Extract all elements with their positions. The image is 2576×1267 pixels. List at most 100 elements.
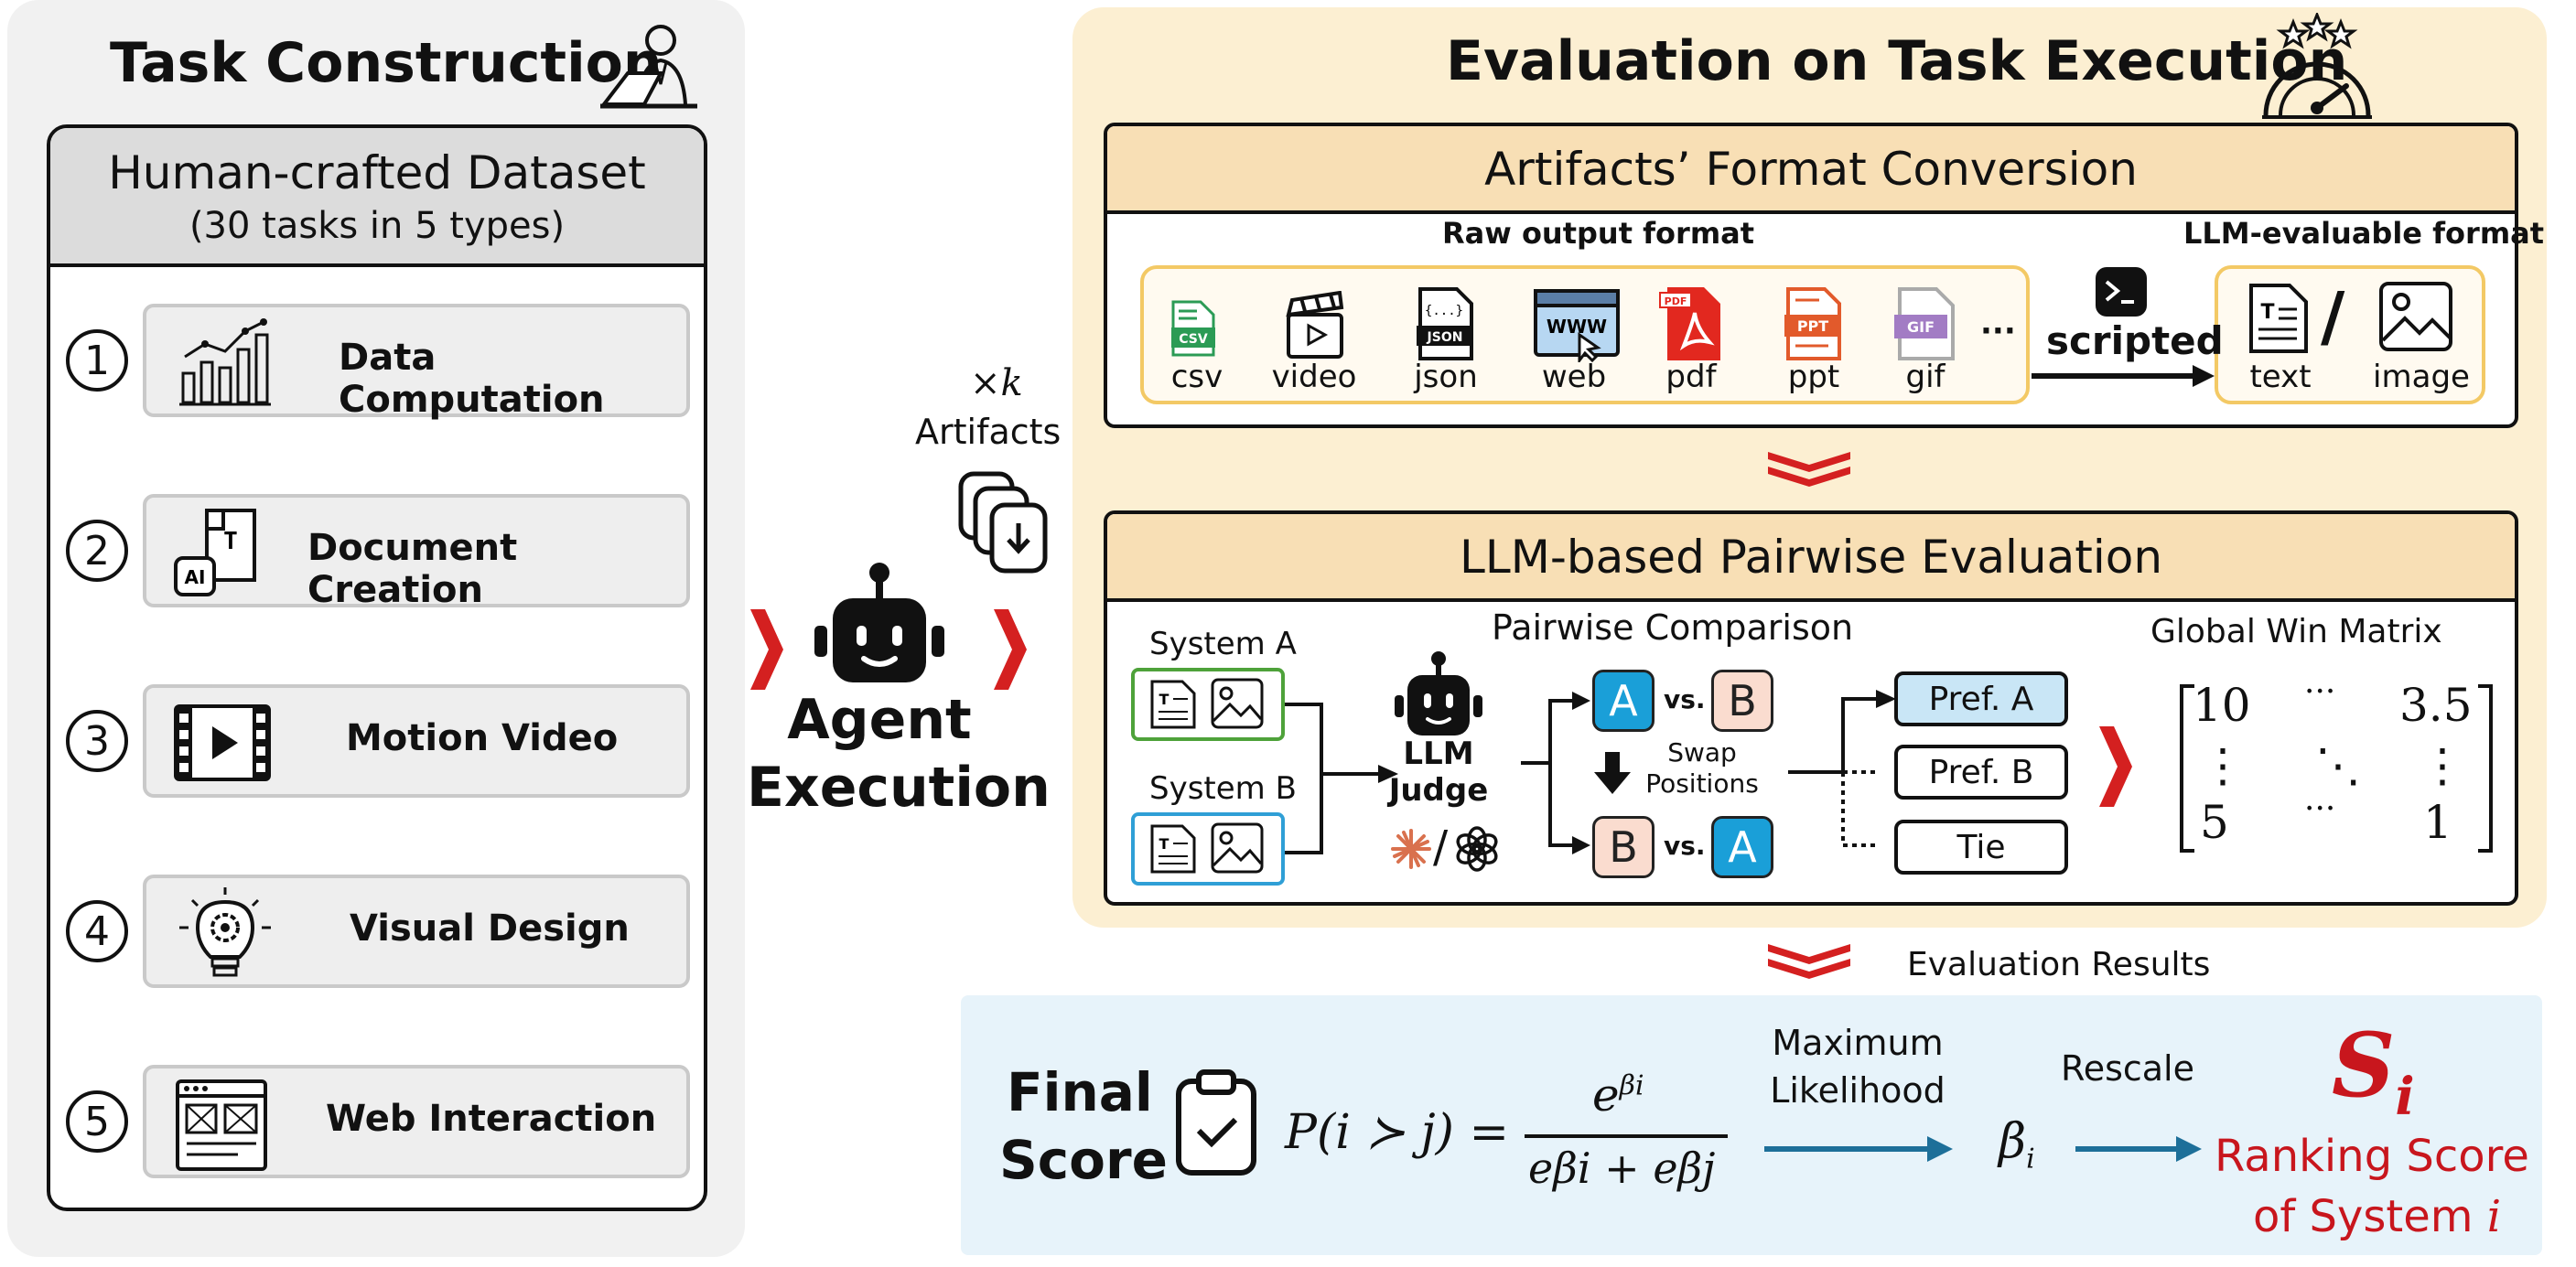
claude-logo-icon [1391,829,1431,869]
openai-logo-icon [1456,826,1498,872]
output-slash: / [2321,278,2345,355]
dataset-subtitle: (30 tasks in 5 types) [189,205,566,247]
result-pref-a: Pref. A [1894,671,2068,726]
ppt-file-icon: PPT [1784,287,1841,360]
swap-label-line1: Swap [1667,737,1737,768]
matrix-cell-3-2: ··· [2304,790,2336,828]
web-badge: WWW [1547,316,1607,338]
pairwise-evaluation-title: LLM-based Pairwise Evaluation [1459,531,2163,584]
scripted-label: scripted [2046,318,2224,363]
score-symbol-base: S [2332,1014,2396,1117]
format-label-pdf: pdf [1665,359,1717,395]
red-chevron-matrix [2099,726,2132,807]
csv-badge: CSV [1179,332,1208,347]
pairwise-evaluation-header: LLM-based Pairwise Evaluation [1107,514,2515,602]
image-icon [2379,282,2452,351]
document-ai-icon: T AI [174,509,256,596]
pairwise-evaluation-box: LLM-based Pairwise Evaluation [1104,510,2518,906]
ranking-score-var: i [2486,1191,2502,1242]
video-clapper-icon [1286,291,1344,359]
task-card-data-computation: Data Computation [143,304,690,421]
artifacts-files-icon [958,471,1048,574]
terminal-icon [2096,267,2147,317]
formula-lhs: P(i ≻ j) = [1285,1105,1510,1160]
rescale-arrow [2075,1136,2202,1162]
matrix-cell-1-1: 10 [2193,679,2251,732]
ranking-score-line1: Ranking Score [2215,1131,2529,1182]
matrix-brackets [2180,684,2493,853]
pdf-file-icon: PDF [1659,287,1720,360]
task-number-1: 1 [66,329,128,392]
red-chevron-left [750,609,783,690]
max-likelihood-line2: Likelihood [1770,1070,1945,1111]
result-tie: Tie [1894,820,2068,875]
pairwise-comparison-label: Pairwise Comparison [1492,607,1854,648]
format-label-video: video [1271,359,1357,395]
task-label-4: Visual Design [350,907,630,950]
artifacts-label: Artifacts [915,412,1062,452]
results-connector [1788,690,1896,847]
final-label-line1: Final [1007,1061,1153,1123]
robot-icon [814,563,944,682]
system-b-label: System B [1149,770,1297,807]
json-file-icon: {...} JSON [1417,287,1473,360]
judge-label-line1: LLM [1403,736,1474,772]
evaluation-results-label: Evaluation Results [1907,946,2211,983]
svg-text:T: T [2260,301,2274,324]
judge-label-line2: Judge [1388,772,1489,809]
matrix-cell-3-1: 5 [2200,796,2229,849]
agent-label-line1: Agent [787,688,972,752]
task-number-3: 3 [66,710,128,772]
task-construction-title: Task Construction [110,31,663,95]
film-icon [174,704,271,781]
rating-gauge-icon [2262,13,2372,119]
swap-down-arrow-icon [1594,752,1631,794]
formula-denominator: eβi + eβj [1528,1144,1716,1193]
judge-logo-slash: / [1433,821,1449,873]
svg-text:{...}: {...} [1425,304,1463,318]
final-label-line2: Score [999,1129,1168,1191]
judge-robot-icon [1395,651,1482,736]
times-k-label: ×k [970,362,1023,404]
pair2-letter-b: B [1592,816,1654,878]
max-likelihood-line1: Maximum [1772,1023,1944,1063]
json-badge: JSON [1427,330,1463,345]
ranking-score-line2: of System i [2253,1191,2501,1242]
scripted-arrow [2032,365,2215,387]
svg-text:T: T [1159,835,1169,853]
ppt-badge: PPT [1797,317,1828,335]
clipboard-check-icon [1176,1069,1256,1176]
down-chevron-2 [1768,944,1850,979]
matrix-cell-2-3: ⋮ [2420,739,2465,792]
pair2-vs: vs. [1664,831,1706,861]
pair1-vs: vs. [1664,684,1706,714]
task-label-2: Document Creation [307,527,518,611]
csv-file-icon: CSV [1171,300,1215,357]
output-label-text: text [2249,359,2312,395]
format-label-ppt: ppt [1787,359,1840,395]
matrix-cell-1-2: ··· [2304,673,2336,711]
format-label-gif: gif [1905,359,1945,395]
pair1-letter-a: A [1592,670,1654,732]
web-browser-icon: WWW [1534,289,1620,362]
pdf-badge: PDF [1665,295,1687,307]
text-doc-icon: T [2249,284,2308,353]
svg-text:T: T [223,528,238,555]
llm-format-label: LLM-evaluable format [2183,216,2545,251]
global-win-matrix-label: Global Win Matrix [2150,613,2442,650]
dataset-title: Human-crafted Dataset [108,146,646,199]
judge-fork-arrows [1521,692,1590,854]
dataset-box: Human-crafted Dataset (30 tasks in 5 typ… [47,124,707,1211]
system-b-text-icon: T [1150,824,1196,874]
format-conversion-title: Artifacts’ Format Conversion [1484,143,2138,196]
task-card-document-creation: T AI Document Creation [143,494,690,611]
gif-badge: GIF [1907,318,1935,336]
task-card-motion-video: Motion Video [143,684,690,798]
formula-numerator: eβi [1592,1068,1644,1122]
ml-arrow [1764,1136,1953,1162]
dataset-header: Human-crafted Dataset (30 tasks in 5 typ… [50,128,704,267]
task-label-5: Web Interaction [326,1098,657,1140]
task-number-4: 4 [66,900,128,962]
format-label-json: json [1414,359,1478,395]
swap-label-line2: Positions [1645,768,1759,799]
